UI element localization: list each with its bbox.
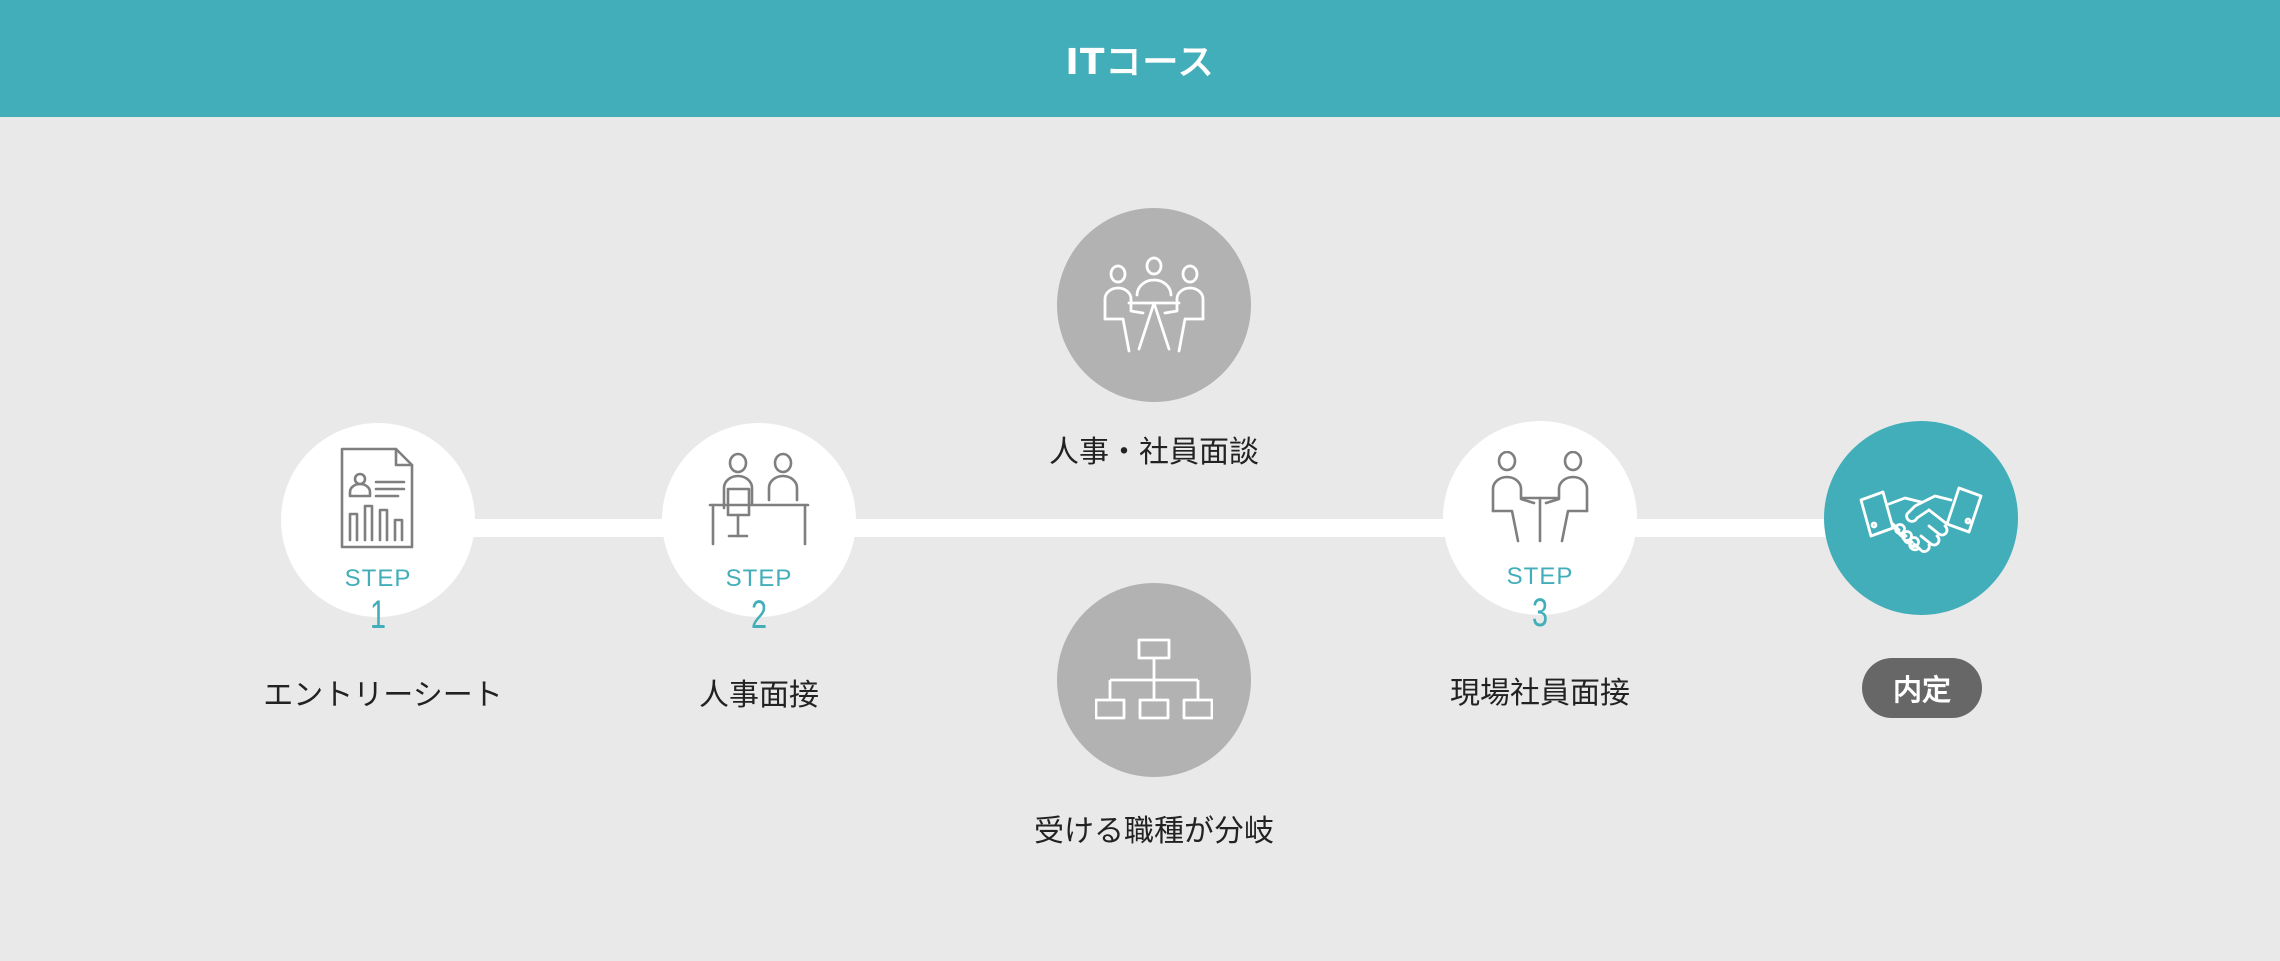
branch-upper-caption: 人事・社員面談 [1049, 435, 1259, 470]
course-header: ITコース [0, 0, 2280, 117]
group-meeting-icon [1103, 256, 1205, 353]
step-2-label: STEP [662, 423, 856, 617]
org-chart-icon [1095, 638, 1213, 720]
step-2-caption: 人事面接 [699, 678, 819, 713]
org-chart-circle [1057, 583, 1251, 777]
step-3-number-wrap: 3 [1443, 591, 1637, 641]
step-2-number-wrap: 2 [662, 593, 856, 643]
step-3-number: 3 [1531, 591, 1549, 635]
step-3-caption: 現場社員面接 [1450, 676, 1630, 711]
handshake-icon [1859, 486, 1983, 553]
step-1-label: STEP [281, 423, 475, 617]
branch-lower-caption: 受ける職種が分岐 [1034, 814, 1274, 849]
step-2-word: STEP [725, 565, 793, 592]
step-1-number-wrap: 1 [281, 593, 475, 643]
offer-circle [1824, 421, 2018, 615]
step-2-circle: STEP [662, 423, 856, 617]
step-1-number: 1 [369, 593, 387, 637]
step-3-label: STEP [1443, 421, 1637, 615]
step-3-circle: STEP [1443, 421, 1637, 615]
step-2-number: 2 [750, 593, 768, 637]
face-to-face-meeting-icon [1491, 451, 1589, 543]
group-meeting-circle [1057, 208, 1251, 402]
offer-badge: 内定 [1862, 658, 1982, 718]
step-1-word: STEP [344, 565, 412, 592]
step-1-caption: エントリーシート [263, 678, 503, 713]
course-title: ITコース [1065, 41, 1215, 83]
step-3-word: STEP [1506, 563, 1574, 590]
document-report-icon [340, 447, 414, 549]
interview-desk-icon [708, 452, 810, 546]
step-1-circle: STEP [281, 423, 475, 617]
